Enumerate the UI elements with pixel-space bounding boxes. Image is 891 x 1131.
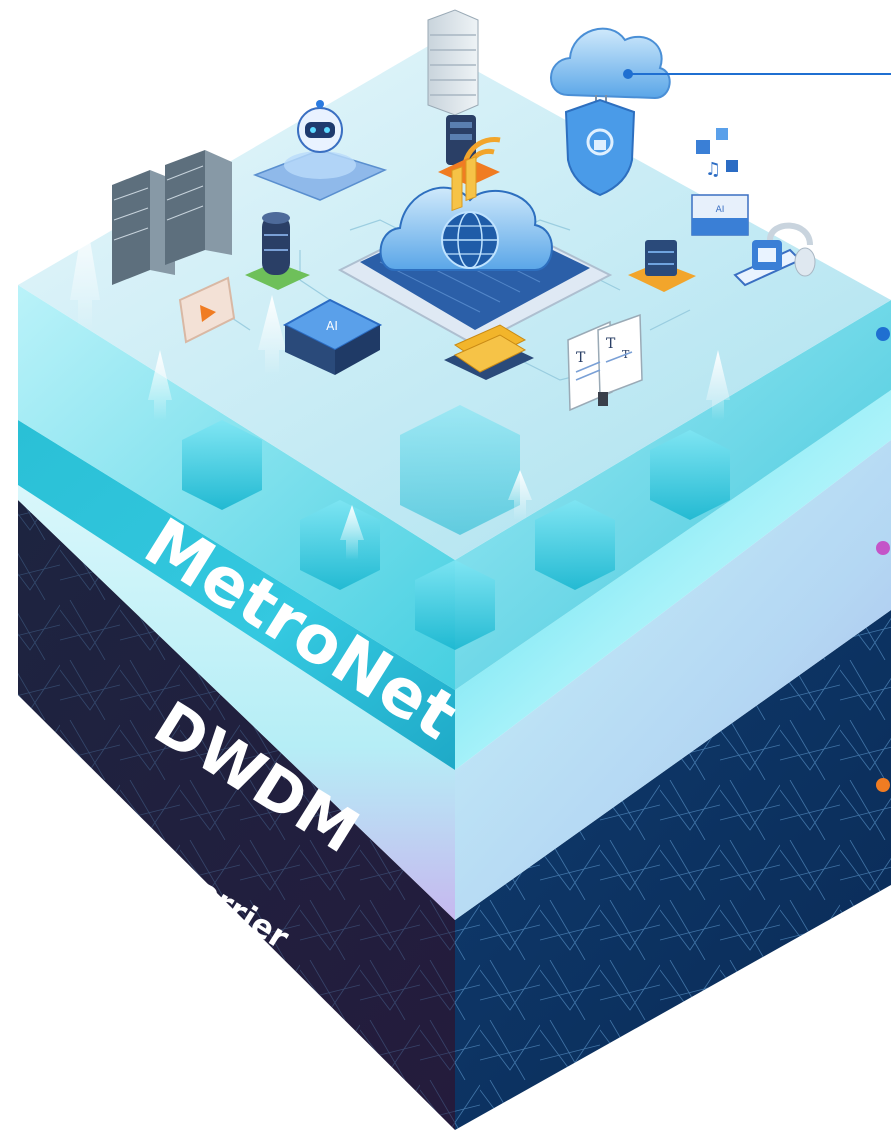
video-player-icon <box>178 276 236 344</box>
callout-dot <box>623 69 633 79</box>
music-ai-icon: AI ♫ <box>691 128 749 236</box>
dwdm-right-face <box>455 440 891 920</box>
metronet-left-face <box>18 420 455 770</box>
headphones-phone-icon <box>733 222 816 287</box>
dwdm-left-face <box>18 485 455 920</box>
svg-text:T: T <box>606 336 616 352</box>
metronet-right-face <box>455 390 891 770</box>
svg-text:T: T <box>576 350 586 366</box>
twin-office-buildings-icon <box>112 150 232 285</box>
inner-cubes <box>182 405 730 650</box>
server-rack-icon <box>628 240 696 292</box>
music-ai-label: AI <box>716 205 725 215</box>
ai-chip-server-icon: AI <box>282 298 383 375</box>
upward-arrows <box>70 210 730 560</box>
shield-lock-icon <box>564 95 636 197</box>
file-folders-icon <box>444 156 534 380</box>
office-tower-icon <box>427 9 479 116</box>
dwdm-marker <box>876 541 890 555</box>
metronet-marker <box>876 327 890 341</box>
ai-chip-label: AI <box>326 319 338 333</box>
cloud-datacenter-globe-icon <box>337 186 613 347</box>
ai-robot-assistant-icon <box>252 100 388 201</box>
svg-text:♫: ♫ <box>705 159 721 180</box>
database-icon <box>245 212 310 290</box>
translation-documents-icon: T T T <box>567 313 643 412</box>
cloud-icon <box>550 27 671 100</box>
backbone-marker <box>876 778 890 792</box>
